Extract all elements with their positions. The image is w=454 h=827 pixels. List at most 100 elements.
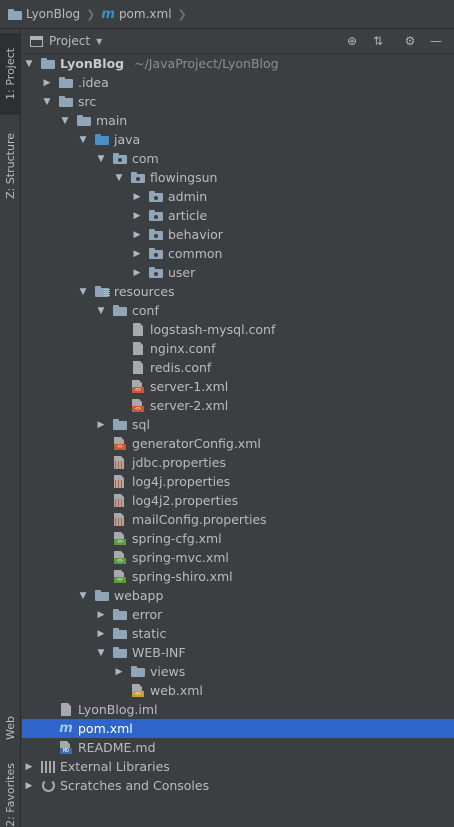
collapsed-arrow-icon[interactable]: ▶ [133, 210, 141, 221]
tree-node-root[interactable]: ▼ LyonBlog ~/JavaProject/LyonBlog [22, 54, 454, 73]
expanded-arrow-icon[interactable]: ▼ [97, 153, 105, 164]
package-icon [148, 247, 164, 261]
collapsed-arrow-icon[interactable]: ▶ [97, 609, 105, 620]
tree-label: spring-cfg.xml [132, 531, 222, 546]
tree-node-iml[interactable]: LyonBlog.iml [22, 700, 454, 719]
tree-node-nginx[interactable]: nginx.conf [22, 339, 454, 358]
properties-file-icon [112, 475, 128, 489]
text-file-icon [130, 323, 146, 337]
tree-label: flowingsun [150, 170, 218, 185]
tree-node-webinf[interactable]: ▼ WEB-INF [22, 643, 454, 662]
folder-icon [8, 8, 22, 20]
tree-node-jdbc[interactable]: jdbc.properties [22, 453, 454, 472]
tree-node-logstash[interactable]: logstash-mysql.conf [22, 320, 454, 339]
folder-icon [112, 304, 128, 318]
tree-node-log4j[interactable]: log4j.properties [22, 472, 454, 491]
tree-node-idea[interactable]: ▶ .idea [22, 73, 454, 92]
tree-node-static[interactable]: ▶ static [22, 624, 454, 643]
tree-node-error[interactable]: ▶ error [22, 605, 454, 624]
tree-label: user [168, 265, 196, 280]
gear-icon[interactable]: ⚙ [404, 34, 416, 48]
collapsed-arrow-icon[interactable]: ▶ [97, 628, 105, 639]
tree-label: src [78, 94, 97, 109]
properties-file-icon [112, 513, 128, 527]
tree-label: log4j.properties [132, 474, 231, 489]
tree-node-conf[interactable]: ▼ conf [22, 301, 454, 320]
tree-label: static [132, 626, 167, 641]
tree-node-user[interactable]: ▶ user [22, 263, 454, 282]
collapsed-arrow-icon[interactable]: ▶ [115, 666, 123, 677]
tree-node-sql[interactable]: ▶ sql [22, 415, 454, 434]
tree-label: behavior [168, 227, 223, 242]
tree-label: spring-shiro.xml [132, 569, 233, 584]
tree-label: log4j2.properties [132, 493, 239, 508]
tree-label: com [132, 151, 159, 166]
tree-node-generatorConfig[interactable]: <> generatorConfig.xml [22, 434, 454, 453]
package-icon [148, 190, 164, 204]
expanded-arrow-icon[interactable]: ▼ [115, 172, 123, 183]
tree-node-article[interactable]: ▶ article [22, 206, 454, 225]
collapse-all-icon[interactable]: ⇅ [372, 34, 384, 48]
collapsed-arrow-icon[interactable]: ▶ [133, 229, 141, 240]
expanded-arrow-icon[interactable]: ▼ [97, 647, 105, 658]
tree-node-com[interactable]: ▼ com [22, 149, 454, 168]
tab-project[interactable]: 1: Project [0, 33, 21, 115]
tree-node-external-libraries[interactable]: ▶ External Libraries [22, 757, 454, 776]
tree-label: nginx.conf [150, 341, 216, 356]
collapsed-arrow-icon[interactable]: ▶ [25, 780, 33, 791]
scratches-icon [40, 779, 56, 793]
tab-favorites[interactable]: 2: Favorites [0, 763, 21, 827]
tree-node-mailConfig[interactable]: mailConfig.properties [22, 510, 454, 529]
package-icon [112, 152, 128, 166]
expanded-arrow-icon[interactable]: ▼ [79, 286, 87, 297]
tree-node-common[interactable]: ▶ common [22, 244, 454, 263]
tree-node-admin[interactable]: ▶ admin [22, 187, 454, 206]
tree-label: spring-mvc.xml [132, 550, 229, 565]
locate-icon[interactable]: ⊕ [346, 34, 358, 48]
collapsed-arrow-icon[interactable]: ▶ [97, 419, 105, 430]
tree-node-springMvc[interactable]: <> spring-mvc.xml [22, 548, 454, 567]
tree-label: sql [132, 417, 150, 432]
tree-label: server-2.xml [150, 398, 229, 413]
breadcrumb-project-label: LyonBlog [26, 7, 81, 21]
expanded-arrow-icon[interactable]: ▼ [25, 58, 33, 69]
tab-web[interactable]: Web [0, 705, 21, 751]
collapsed-arrow-icon[interactable]: ▶ [25, 761, 33, 772]
expanded-arrow-icon[interactable]: ▼ [79, 134, 87, 145]
collapsed-arrow-icon[interactable]: ▶ [133, 267, 141, 278]
tree-node-flowingsun[interactable]: ▼ flowingsun [22, 168, 454, 187]
expanded-arrow-icon[interactable]: ▼ [61, 115, 69, 126]
tree-node-resources[interactable]: ▼ resources [22, 282, 454, 301]
tree-node-scratches[interactable]: ▶ Scratches and Consoles [22, 776, 454, 795]
collapsed-arrow-icon[interactable]: ▶ [133, 191, 141, 202]
tree-node-webapp[interactable]: ▼ webapp [22, 586, 454, 605]
expanded-arrow-icon[interactable]: ▼ [97, 305, 105, 316]
tree-node-log4j2[interactable]: log4j2.properties [22, 491, 454, 510]
tree-node-springShiro[interactable]: <> spring-shiro.xml [22, 567, 454, 586]
tree-node-webxml[interactable]: <> web.xml [22, 681, 454, 700]
tab-structure[interactable]: Z: Structure [0, 121, 21, 211]
expanded-arrow-icon[interactable]: ▼ [79, 590, 87, 601]
tree-node-java[interactable]: ▼ java [22, 130, 454, 149]
collapsed-arrow-icon[interactable]: ▶ [133, 248, 141, 259]
hide-icon[interactable]: — [430, 34, 442, 48]
source-folder-icon [94, 133, 110, 147]
expanded-arrow-icon[interactable]: ▼ [43, 96, 51, 107]
breadcrumb-file[interactable]: m pom.xml [101, 7, 171, 22]
tree-node-main[interactable]: ▼ main [22, 111, 454, 130]
collapsed-arrow-icon[interactable]: ▶ [43, 77, 51, 88]
tree-node-pom[interactable]: m pom.xml [22, 719, 454, 738]
tree-node-readme[interactable]: MD README.md [22, 738, 454, 757]
tree-node-springCfg[interactable]: <> spring-cfg.xml [22, 529, 454, 548]
tree-node-src[interactable]: ▼ src [22, 92, 454, 111]
view-selector-dropdown[interactable]: Project ▼ [30, 34, 102, 48]
folder-icon [58, 95, 74, 109]
tree-label: web.xml [150, 683, 203, 698]
tree-node-views[interactable]: ▶ views [22, 662, 454, 681]
breadcrumb-project[interactable]: LyonBlog [8, 7, 80, 21]
tree-label: views [150, 664, 186, 679]
tree-node-behavior[interactable]: ▶ behavior [22, 225, 454, 244]
tree-node-server1[interactable]: <> server-1.xml [22, 377, 454, 396]
tree-node-redis[interactable]: redis.conf [22, 358, 454, 377]
tree-node-server2[interactable]: <> server-2.xml [22, 396, 454, 415]
